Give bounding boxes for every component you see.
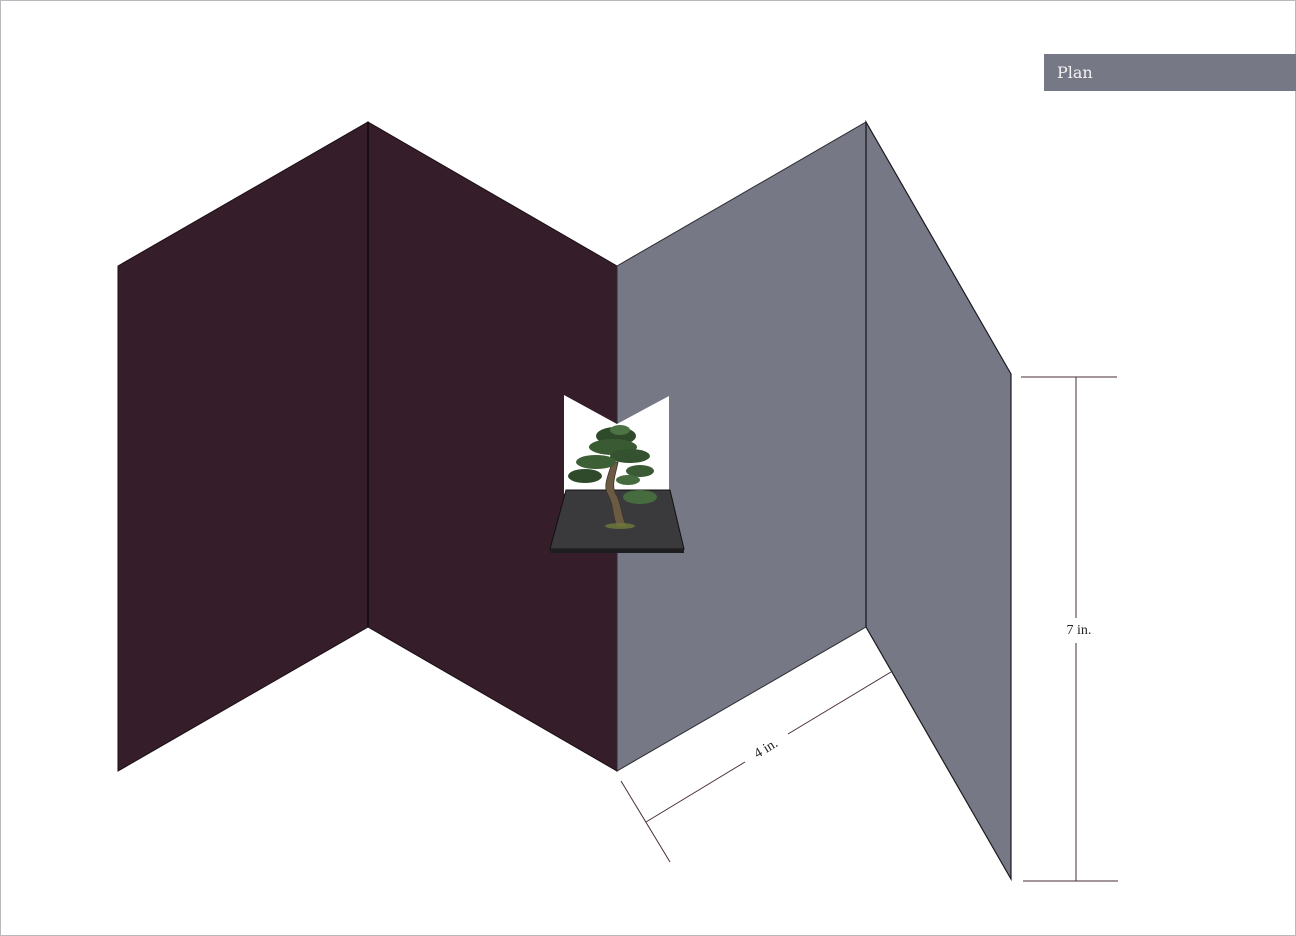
right-outer-panel: [865, 119, 1012, 882]
bonsai-tree-icon: [568, 425, 657, 529]
height-dimension: [1021, 376, 1118, 882]
plan-tab-label: Plan: [1057, 63, 1093, 82]
depth-dimension: [620, 671, 892, 863]
depth-dimension-label: 4 in.: [752, 736, 781, 762]
plan-tab: Plan: [1044, 54, 1296, 91]
left-outer-panel: [117, 121, 369, 772]
height-dimension-label: 7 in.: [1067, 623, 1092, 638]
